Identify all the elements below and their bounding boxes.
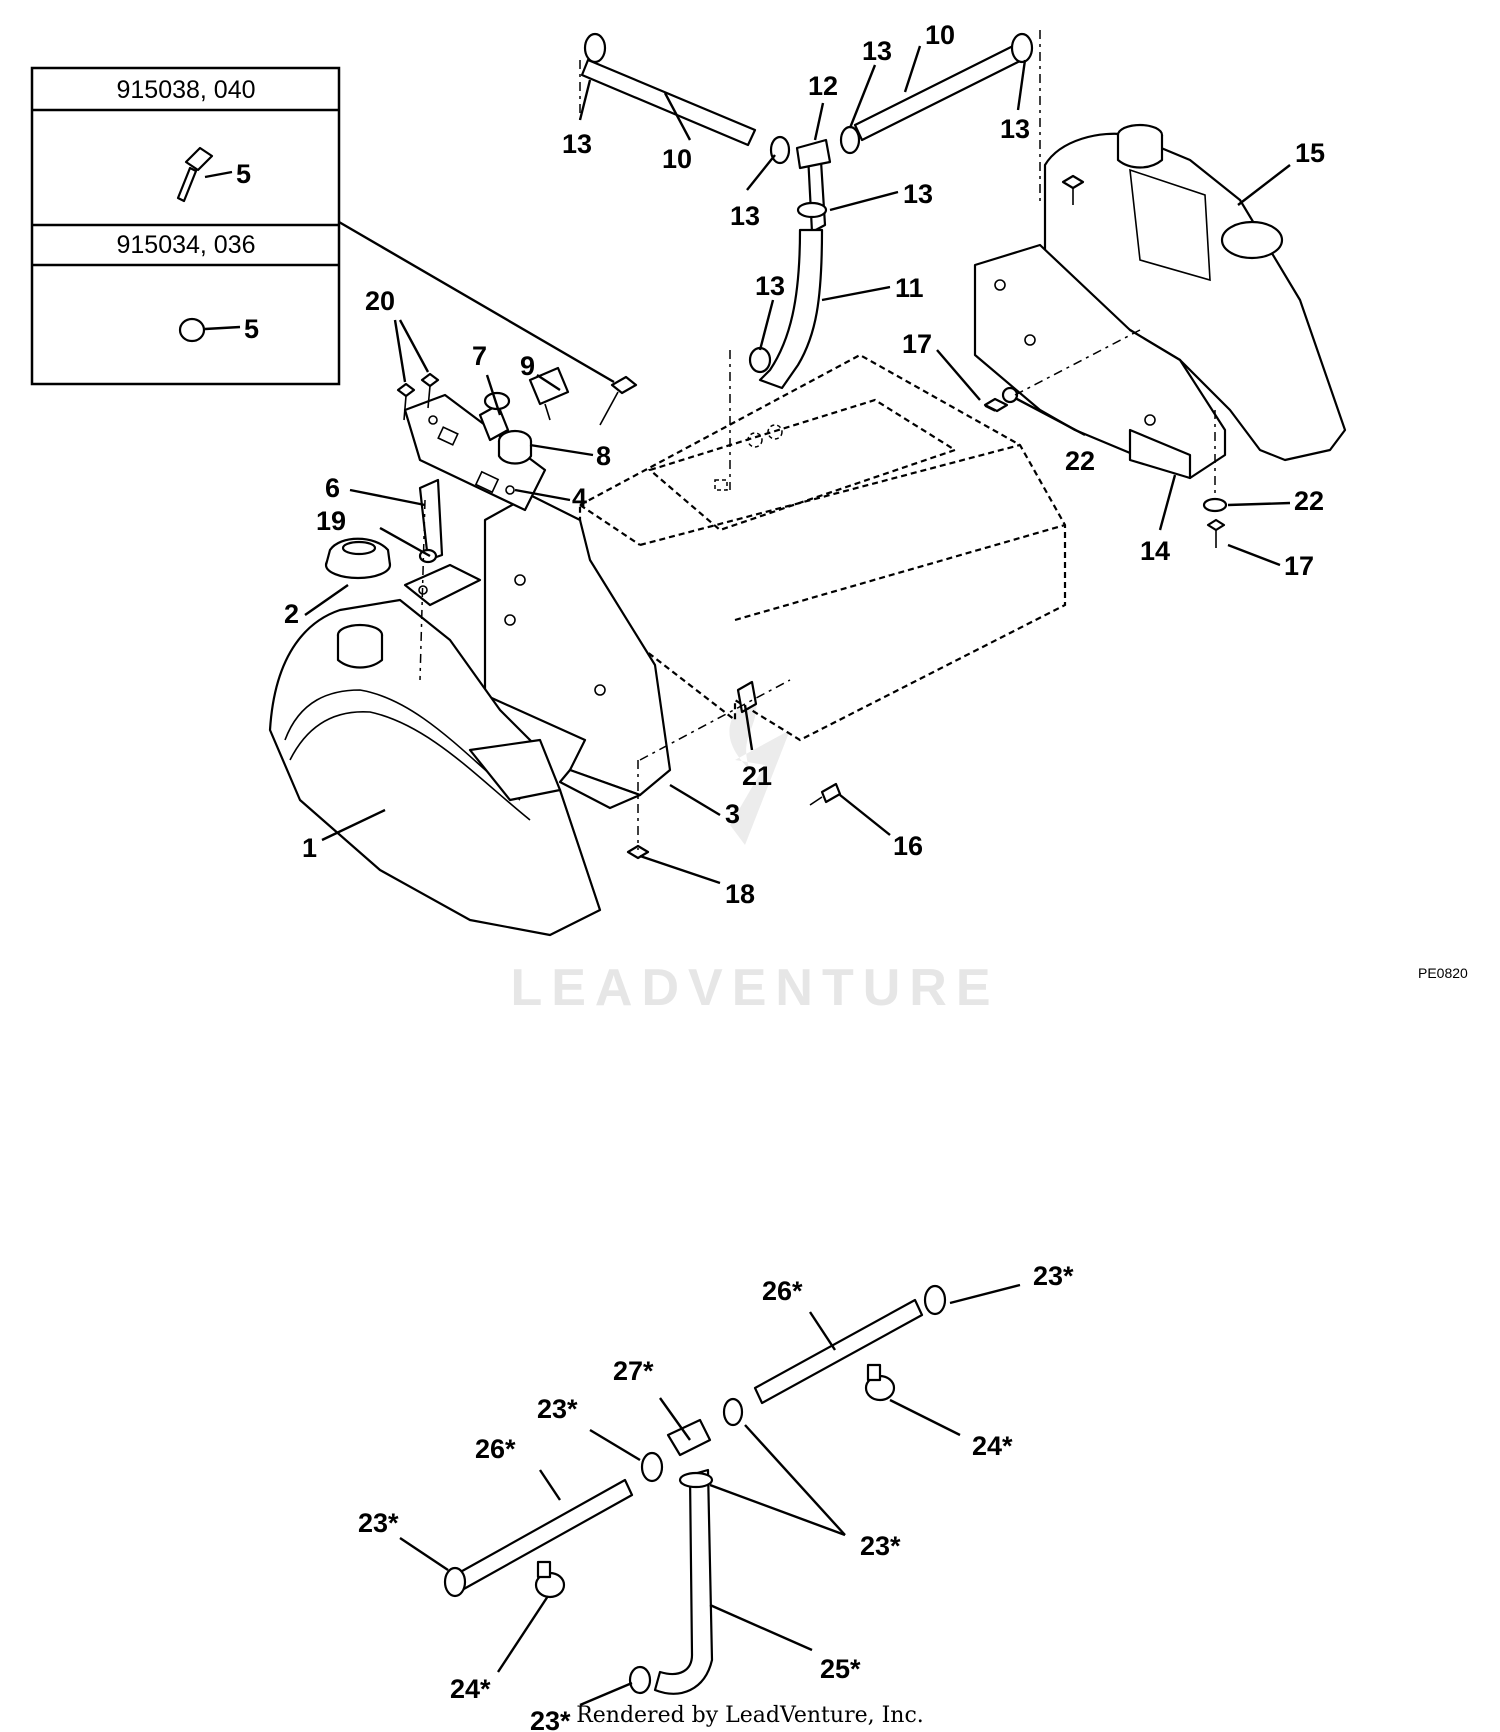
control-plate [403,393,547,512]
right-bracket [973,243,1227,480]
callout: 10 [662,144,692,174]
key-icon [528,366,570,421]
callout: 24* [450,1674,491,1704]
inset-callout-1: 5 [236,159,251,189]
hose-clip-icon [864,1363,896,1402]
callout: 13 [755,271,785,301]
callout: 23* [358,1508,399,1538]
watermark-text: LEADVENTURE [510,959,999,1017]
callout: 2 [284,599,299,629]
callout: 13 [862,36,892,66]
hose-clip-icon-2 [534,1560,566,1599]
callout: 11 [895,273,924,303]
callout: 13 [562,129,592,159]
callout: 17 [1284,551,1314,581]
inset-leader [338,220,615,384]
ignition-switch-icon [497,429,533,465]
lower-hose-assembly [443,1284,947,1695]
callout: 7 [472,341,487,371]
callout: 18 [725,879,755,909]
frame-main [578,353,1067,742]
inset-header-2: 915034, 036 [116,231,255,259]
assembly-lines [419,30,1216,850]
inset-panel: 915038, 040 915034, 036 5 5 [30,66,341,386]
callout: 12 [808,71,838,101]
callout: 13 [730,201,760,231]
callout: 19 [316,506,346,536]
inset-callout-2: 5 [244,314,259,344]
callout: 15 [1295,138,1325,168]
callouts-top: 1 2 3 4 6 7 8 9 10 10 11 12 13 13 13 13 … [284,20,1325,909]
inset-header-1: 915038, 040 [116,76,255,104]
hex-bolt-icon [1061,174,1085,205]
latch-icon [418,478,444,564]
callout: 10 [925,20,955,50]
diagram-code: PE0820 [1418,965,1468,981]
callout: 20 [365,286,395,316]
rocker-switch-icon [478,391,511,442]
leader-lines [304,45,1291,1707]
upper-hose-assembly [580,32,1034,390]
fuel-cap-icon [324,537,392,580]
callouts-bottom: 23* 23* 23* 23* 23* 24* 24* 25* 26* 26* … [358,1261,1074,1732]
callout: 6 [325,473,340,503]
pin-icon [176,146,214,203]
callout: 9 [520,351,535,381]
callout: 21 [742,761,772,791]
callout: 4 [572,483,587,513]
callout: 1 [302,833,317,863]
callout: 13 [903,179,933,209]
callout: 23* [860,1531,901,1561]
callout: 26* [762,1276,803,1306]
callout: 14 [1140,536,1170,566]
left-bracket [403,493,672,810]
callout: 23* [537,1394,578,1424]
left-fender [268,598,602,937]
callout: 8 [596,441,611,471]
callout: 23* [530,1706,571,1732]
callout: 17 [902,329,932,359]
right-fender [1043,123,1347,462]
bolt-pair-icon [396,372,440,421]
callout: 22 [1065,446,1095,476]
callout: 25* [820,1654,861,1684]
callout: 27* [613,1356,654,1386]
plug-icon [178,317,206,343]
callout: 16 [893,831,923,861]
callout: 22 [1294,486,1324,516]
callout: 23* [1033,1261,1074,1291]
callout: 26* [475,1434,516,1464]
pin-icon-main [599,375,638,426]
callout: 3 [725,799,740,829]
callout: 24* [972,1431,1013,1461]
watermark: LEADVENTURE [510,680,999,1017]
callout: 13 [1000,114,1030,144]
credit-line: Rendered by LeadVenture, Inc. [576,1703,924,1728]
